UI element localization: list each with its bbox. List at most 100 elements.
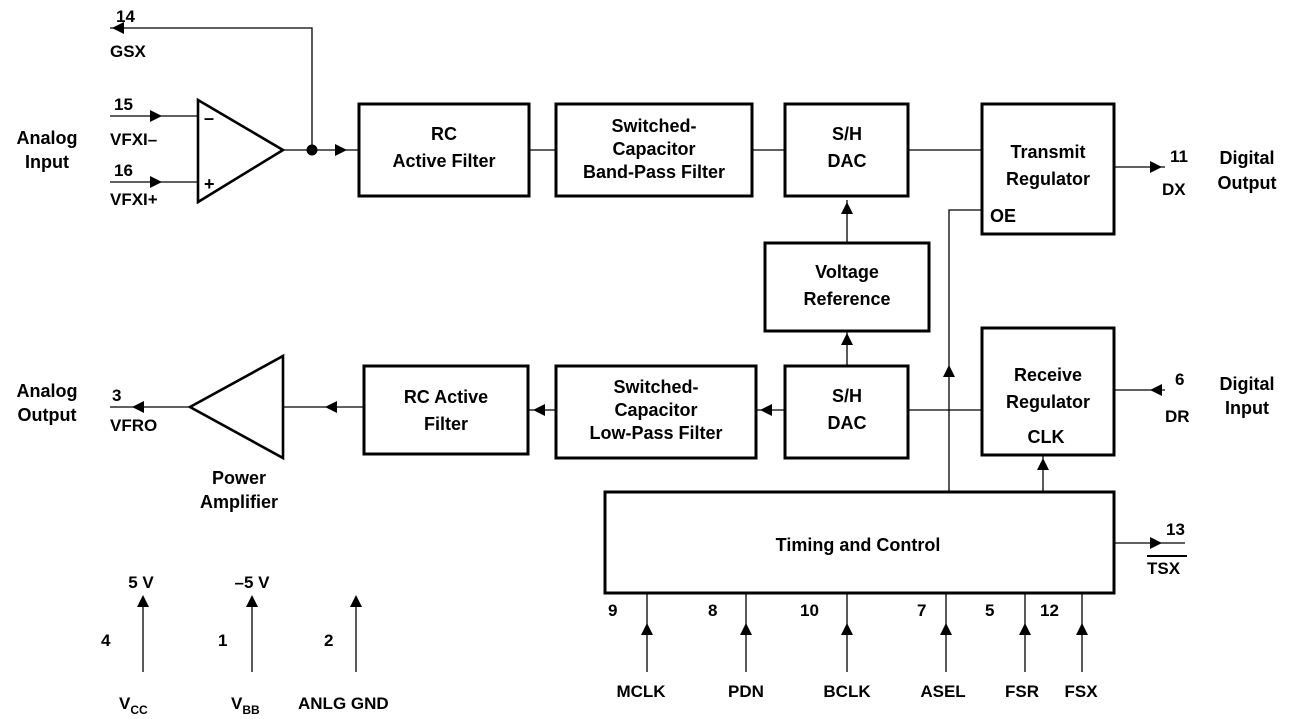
arrow-gsx <box>112 22 124 34</box>
arrow-fsx <box>1076 623 1088 635</box>
pin-14-number: 14 <box>116 7 135 26</box>
arrow-vfxi-minus <box>150 110 162 122</box>
sh-dac-rx-line1: S/H <box>832 386 862 406</box>
sc-bandpass-filter-line1: Switched- <box>611 116 696 136</box>
rc-active-filter-tx-box <box>357 102 531 198</box>
sh-dac-rx-box <box>783 364 910 460</box>
arrow-oe <box>943 365 955 377</box>
pin-3-name: VFRO <box>110 416 157 435</box>
wire-oe <box>948 209 982 492</box>
transmit-regulator-box <box>980 102 1116 236</box>
arrow-vfro <box>132 401 144 413</box>
arrowheads <box>112 22 1162 635</box>
arrow-fsr <box>1019 623 1031 635</box>
arrow-to-pa <box>325 401 337 413</box>
pin-1-number: 1 <box>218 631 227 650</box>
voltage-reference-line2: Reference <box>803 289 890 309</box>
analog-output-line1: Analog <box>17 381 78 401</box>
vbb-v: V <box>231 694 243 713</box>
opamp-minus-sign: – <box>204 108 214 128</box>
pin-6-number: 6 <box>1175 370 1184 389</box>
sh-dac-tx-box <box>783 102 910 198</box>
voltage-reference-line1: Voltage <box>815 262 879 282</box>
arrow-vref-to-txdac <box>841 202 853 214</box>
pin-5-number: 5 <box>985 601 994 620</box>
pin-6-name: DR <box>1165 407 1190 426</box>
pin-16-name: VFXI+ <box>110 190 158 209</box>
digital-input-line1: Digital <box>1219 374 1274 394</box>
arrow-vfxi-plus <box>150 176 162 188</box>
arrow-vbb <box>246 595 258 607</box>
pin-4-number: 4 <box>101 631 111 650</box>
rc-active-filter-rx-box <box>362 364 530 456</box>
analog-input-line1: Analog <box>17 128 78 148</box>
vbb-voltage-label: –5 V <box>235 573 271 592</box>
opamp-plus-sign: + <box>204 174 215 194</box>
vcc-voltage-label: 5 V <box>128 573 154 592</box>
pin-9-name: MCLK <box>616 682 666 701</box>
pin-10-number: 10 <box>800 601 819 620</box>
pin-5-name: FSR <box>1005 682 1039 701</box>
sc-lowpass-filter-line1: Switched- <box>613 377 698 397</box>
pin-2-number: 2 <box>324 631 333 650</box>
analog-input-line2: Input <box>25 152 69 172</box>
sc-bandpass-filter-line3: Band-Pass Filter <box>583 162 725 182</box>
receive-regulator-line2: Regulator <box>1006 392 1090 412</box>
sc-lowpass-filter-box <box>554 364 758 460</box>
pin-10-name: BCLK <box>823 682 871 701</box>
clk-label: CLK <box>1028 427 1065 447</box>
pin-7-name: ASEL <box>920 682 965 701</box>
pin-15-name: VFXI– <box>110 130 157 149</box>
pin-13-name: TSX <box>1147 559 1181 578</box>
sc-bandpass-filter-box <box>554 102 754 198</box>
power-amplifier-symbol <box>187 353 285 461</box>
pin-11-name: DX <box>1162 180 1186 199</box>
arrow-mclk <box>641 623 653 635</box>
pin-16-number: 16 <box>114 161 133 180</box>
arrow-dx <box>1150 161 1162 173</box>
oe-label: OE <box>990 206 1016 226</box>
pin-12-name: FSX <box>1064 682 1098 701</box>
sh-dac-rx-line2: DAC <box>828 413 867 433</box>
rc-active-filter-tx-line2: Active Filter <box>392 151 495 171</box>
pin-15-number: 15 <box>114 95 133 114</box>
arrow-pdn <box>740 623 752 635</box>
receive-regulator-line1: Receive <box>1014 365 1082 385</box>
digital-input-line2: Input <box>1225 398 1269 418</box>
transmit-regulator-line2: Regulator <box>1006 169 1090 189</box>
vbb-subscript: BB <box>242 703 260 717</box>
vbb-label: VBB <box>231 694 260 717</box>
rc-active-filter-tx-line1: RC <box>431 124 457 144</box>
vcc-label: VCC <box>119 694 148 717</box>
arrow-dr <box>1150 384 1162 396</box>
arrow-anlg-gnd <box>350 595 362 607</box>
rc-active-filter-rx-line2: Filter <box>424 414 468 434</box>
pin-13-number: 13 <box>1166 520 1185 539</box>
sh-dac-tx-line2: DAC <box>828 151 867 171</box>
voltage-reference-box <box>763 241 931 333</box>
sc-lowpass-filter-line2: Capacitor <box>614 400 697 420</box>
analog-output-line2: Output <box>18 405 77 425</box>
arrow-tsx <box>1150 537 1162 549</box>
pin-7-number: 7 <box>917 601 926 620</box>
digital-output-line1: Digital <box>1219 148 1274 168</box>
pin-14-name: GSX <box>110 42 147 61</box>
digital-output-line2: Output <box>1218 173 1277 193</box>
arrow-to-rc-filter <box>335 144 347 156</box>
pin-12-number: 12 <box>1040 601 1059 620</box>
arrow-to-lpf <box>760 404 772 416</box>
arrow-bclk <box>841 623 853 635</box>
transmit-regulator-line1: Transmit <box>1010 142 1085 162</box>
receive-regulator-box <box>980 326 1116 457</box>
arrow-rxdac-to-vref <box>841 333 853 345</box>
anlg-gnd-label: ANLG GND <box>298 694 389 713</box>
vcc-subscript: CC <box>130 703 148 717</box>
pin-3-number: 3 <box>112 386 121 405</box>
arrow-to-rc-rx <box>533 404 545 416</box>
vcc-v: V <box>119 694 131 713</box>
input-op-amp <box>196 97 286 205</box>
rc-active-filter-rx-line1: RC Active <box>404 387 488 407</box>
arrow-clk <box>1037 458 1049 470</box>
pin-8-number: 8 <box>708 601 717 620</box>
